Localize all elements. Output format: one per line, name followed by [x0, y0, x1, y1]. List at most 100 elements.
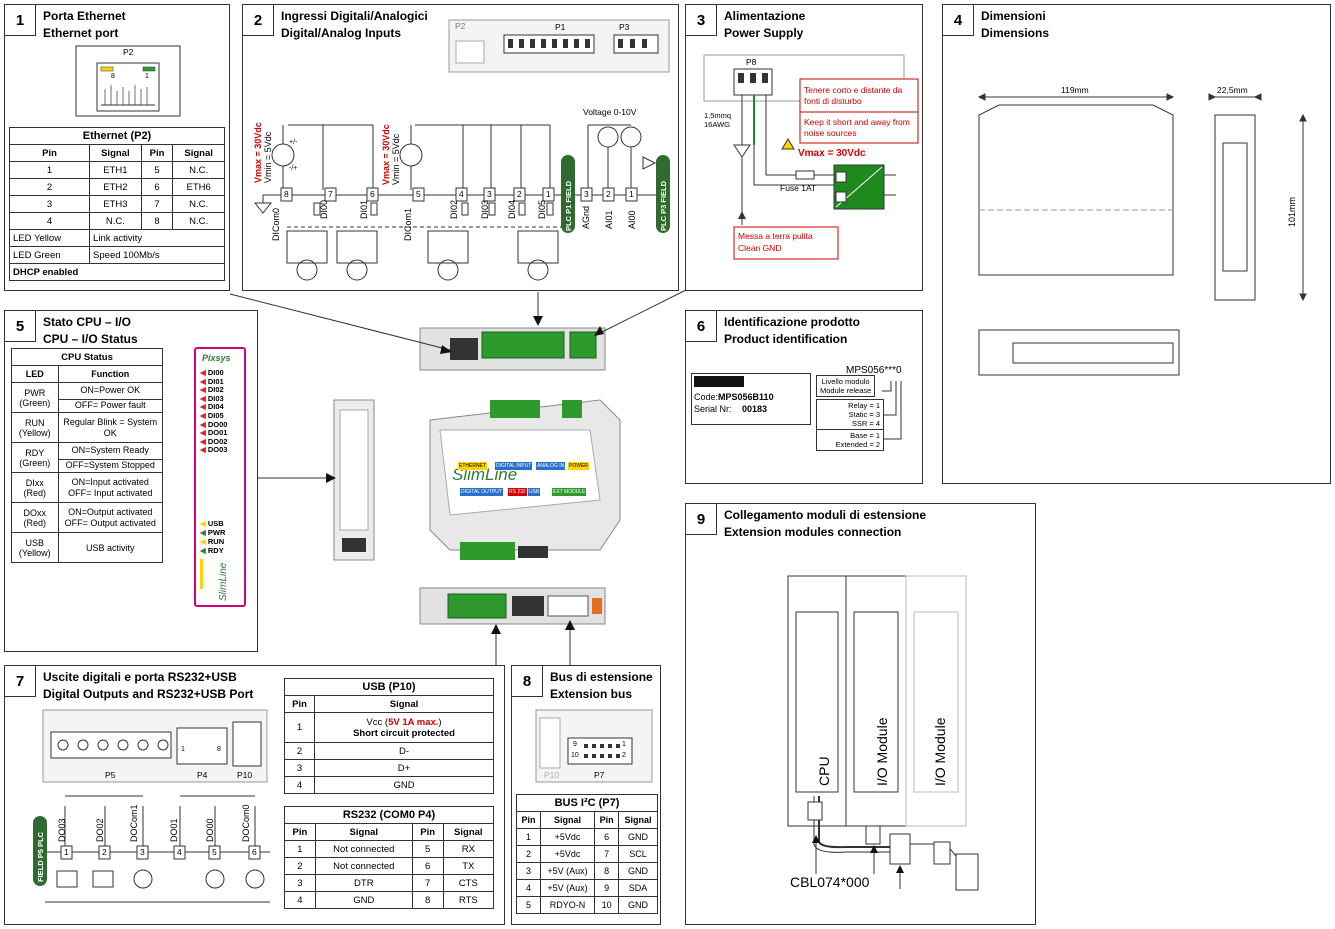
panel-number: 2 [243, 5, 274, 36]
tag-plc: PLC [36, 831, 45, 847]
led-label: DO02 [207, 436, 228, 446]
table-row: 1 Vcc (5V 1A max.)Short circuit protected [284, 712, 494, 743]
panel-title: Bus di estensione Extension bus [550, 669, 653, 703]
col-header: Signal [314, 695, 494, 713]
gnd-it: Messa a terra pulita [738, 231, 813, 241]
cell: Regular Blink = System OK [57, 412, 164, 443]
terminal-num: 6 [370, 189, 375, 199]
cell: 8 [411, 891, 444, 909]
vmax-label: Vmax = 30Vdc [798, 148, 866, 159]
cell: USB activity [57, 532, 164, 563]
cell: 7 [411, 874, 444, 892]
cell: TX [442, 857, 495, 875]
title-en: Product identification [724, 332, 848, 346]
led-red-icon: ◀ [200, 445, 208, 455]
led-indicator: ◀ DI05 [200, 411, 227, 421]
led-red-icon: ◀ [200, 385, 208, 395]
cell: OFF=System Stopped [65, 460, 155, 470]
serial-label: Serial Nr: [694, 404, 732, 414]
cell: ETH3 [89, 195, 142, 213]
led-label: RDY [207, 546, 224, 555]
cell: 7 [594, 845, 620, 863]
cell: +5Vdc [540, 828, 596, 846]
led-indicator: ◀ DO02 [200, 436, 228, 447]
cell: 5 [411, 840, 444, 858]
panel-digital-analog-inputs: 2 Ingressi Digitali/Analogici Digital/An… [242, 4, 679, 291]
noise-note-en: Keep it short and away from noise source… [804, 117, 910, 138]
terminal-num: 1 [629, 189, 634, 199]
cell: Short circuit protected [353, 727, 455, 739]
status-led-indicator: ◀ PWR [200, 528, 225, 537]
label-analog-in: ANALOG IN [536, 462, 566, 470]
cell: 3 [515, 862, 542, 880]
title-it: Dimensioni [981, 9, 1046, 23]
col-header: Pin [515, 811, 542, 829]
output-schematic [33, 709, 270, 903]
panel-product-identification: 6 Identificazione prodotto Product ident… [685, 310, 923, 484]
title-en: Digital Outputs and RS232+USB Port [43, 687, 254, 701]
p1-label: P1 [555, 22, 566, 32]
terminal-num: 2 [517, 189, 522, 199]
col-header: Pin [284, 695, 315, 713]
panel-number: 3 [686, 5, 717, 36]
serial-value: 00183 [742, 404, 768, 414]
col-header: Signal [314, 823, 413, 841]
led-label: DI01 [207, 376, 224, 386]
terminal-num: 4 [177, 847, 182, 857]
panel-number: 7 [5, 666, 36, 697]
led-indicator: ◀ DO00 [200, 419, 227, 430]
status-led-indicator: ◀ RDY [200, 546, 225, 555]
cell: GND [314, 891, 413, 909]
table-row: USB (Yellow)USB activity [11, 532, 164, 563]
cell: +5V (Aux) [540, 862, 596, 880]
panel-number: 5 [5, 311, 36, 342]
box-line: Relay = 1 [848, 401, 880, 410]
led-label: DI04 [207, 402, 224, 412]
panel-extension-modules: 9 Collegamento moduli di estensione Exte… [685, 503, 1036, 925]
label-ext-module: EXT MODULE [552, 488, 587, 496]
led-red-icon: ◀ [200, 419, 208, 429]
p5-label: P5 [105, 770, 116, 780]
panel-number: 4 [943, 5, 974, 36]
p4-pin1: 1 [181, 746, 185, 753]
led-label: DI02 [207, 385, 224, 395]
title-en: Dimensions [981, 26, 1050, 40]
box-line: SSR = 4 [851, 419, 880, 428]
led-red-icon: ◀ [200, 428, 208, 438]
title-it: Stato CPU – I/O [43, 315, 132, 329]
p4-pin8: 8 [217, 746, 221, 753]
cell: 1 [284, 712, 315, 743]
terminal-num: 3 [584, 189, 589, 199]
title-it: Bus di estensione [550, 670, 653, 684]
col-header: Pin [411, 823, 444, 841]
cell: ON=Input activated [71, 476, 149, 487]
panel-dimensions: 4 Dimensioni Dimensions 119mm 22,5mm 101… [942, 4, 1331, 484]
tag-p5: P5 [36, 849, 45, 859]
col-header: Signal [540, 811, 596, 829]
cell: GND [314, 776, 494, 794]
cell: OFF= Output activated [64, 517, 156, 528]
led-status-icon: ◀ [200, 519, 208, 528]
cell: GND [618, 896, 658, 914]
status-led-list: ◀ USB◀ PWR◀ RUN◀ RDY [200, 519, 225, 555]
cell: ON=Output activated [68, 506, 153, 517]
cell: 1 [284, 840, 316, 858]
vcc-cell: Vcc (5V 1A max.) [366, 716, 442, 728]
cell: 6 [594, 828, 620, 846]
panel-title: Alimentazione Power Supply [724, 8, 805, 42]
p5-plc-tag: FIELD P5 PLC [36, 832, 45, 882]
panel-ethernet-port: 1 Porta Ethernet Ethernet port P2 8 1 Et… [4, 4, 230, 291]
led-list: ◀ DI00◀ DI01◀ DI02◀ DI03◀ DI04◀ DI05◀ DO… [200, 368, 228, 455]
label-ethernet: ETHERNET [458, 462, 487, 470]
panel-title: Collegamento moduli di estensione Extens… [724, 507, 926, 541]
cell: Not connected [314, 840, 413, 858]
